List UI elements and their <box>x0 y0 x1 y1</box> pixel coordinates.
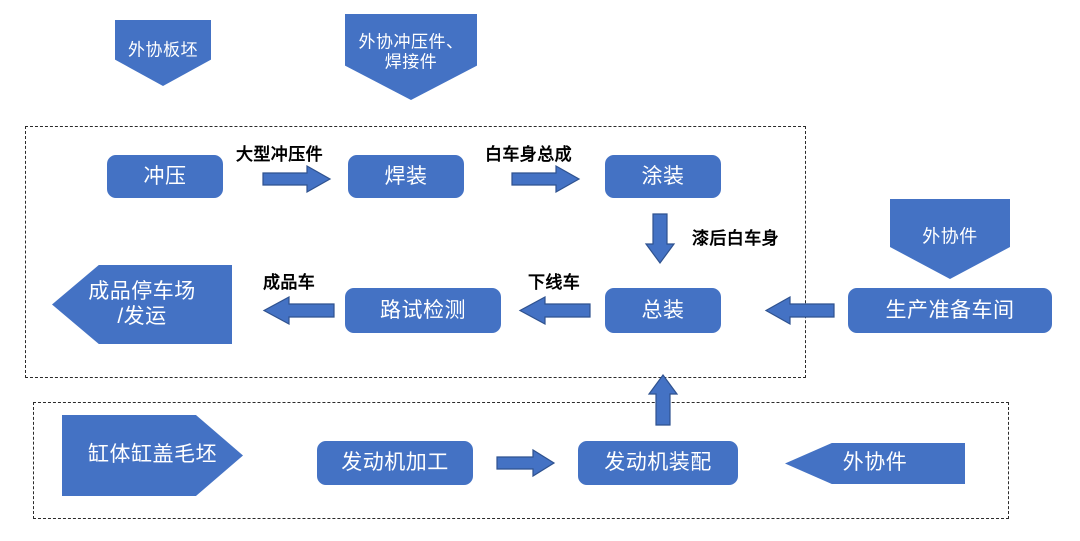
edge-label-offline-car: 下线车 <box>528 273 581 292</box>
process-welding-label: 焊装 <box>384 164 428 188</box>
input-outsourced-blank-label: 外协板坯 <box>128 40 198 60</box>
process-painting[interactable]: 涂装 <box>605 155 721 198</box>
edge-label-finished-car: 成品车 <box>263 273 316 292</box>
input-outsourced-blank[interactable]: 外协板坯 <box>115 20 211 86</box>
input-outsourced-parts-right-label: 外协件 <box>922 226 978 247</box>
output-finished-yard-label: 成品停车场 /发运 <box>88 280 196 328</box>
process-engine-assembly-label: 发动机装配 <box>604 451 712 475</box>
arrow-stamping-to-welding <box>262 164 332 194</box>
process-production-prep-shop-label: 生产准备车间 <box>885 298 1015 322</box>
group-engine-plant <box>33 402 1009 519</box>
process-welding[interactable]: 焊装 <box>348 155 464 198</box>
input-outsourced-stamping-welding[interactable]: 外协冲压件、 焊接件 <box>345 14 477 100</box>
process-stamping[interactable]: 冲压 <box>107 155 223 198</box>
group-vehicle-plant <box>25 126 806 378</box>
process-painting-label: 涂装 <box>641 164 685 188</box>
arrow-road-test-to-finished-yard <box>262 295 335 326</box>
arrow-prep-shop-to-final-assembly <box>764 295 835 326</box>
process-final-assembly-label: 总装 <box>641 298 685 322</box>
input-outsourced-parts-right[interactable]: 外协件 <box>890 199 1010 279</box>
process-final-assembly[interactable]: 总装 <box>605 288 721 333</box>
arrow-painting-to-final-assembly <box>644 213 676 265</box>
arrow-machining-to-assembly <box>496 448 556 478</box>
arrow-engine-to-final-assembly <box>647 373 679 426</box>
process-engine-assembly[interactable]: 发动机装配 <box>578 441 738 485</box>
process-engine-machining-label: 发动机加工 <box>341 451 449 475</box>
input-outsourced-stamping-welding-label: 外协冲压件、 焊接件 <box>358 32 464 72</box>
input-outsourced-parts-engine-label: 外协件 <box>842 451 908 475</box>
input-cylinder-blank-label: 缸体缸盖毛坯 <box>88 443 217 467</box>
arrow-final-assembly-to-road-test <box>518 295 591 326</box>
edge-label-large-stampings: 大型冲压件 <box>236 145 323 164</box>
process-road-test-label: 路试检测 <box>380 298 466 322</box>
process-road-test[interactable]: 路试检测 <box>345 288 501 333</box>
edge-label-body-in-white: 白车身总成 <box>485 145 572 164</box>
arrow-welding-to-painting <box>511 164 581 194</box>
process-stamping-label: 冲压 <box>143 164 187 188</box>
edge-label-painted-body: 漆后白车身 <box>692 229 779 248</box>
process-production-prep-shop[interactable]: 生产准备车间 <box>848 288 1052 333</box>
process-engine-machining[interactable]: 发动机加工 <box>317 441 473 485</box>
